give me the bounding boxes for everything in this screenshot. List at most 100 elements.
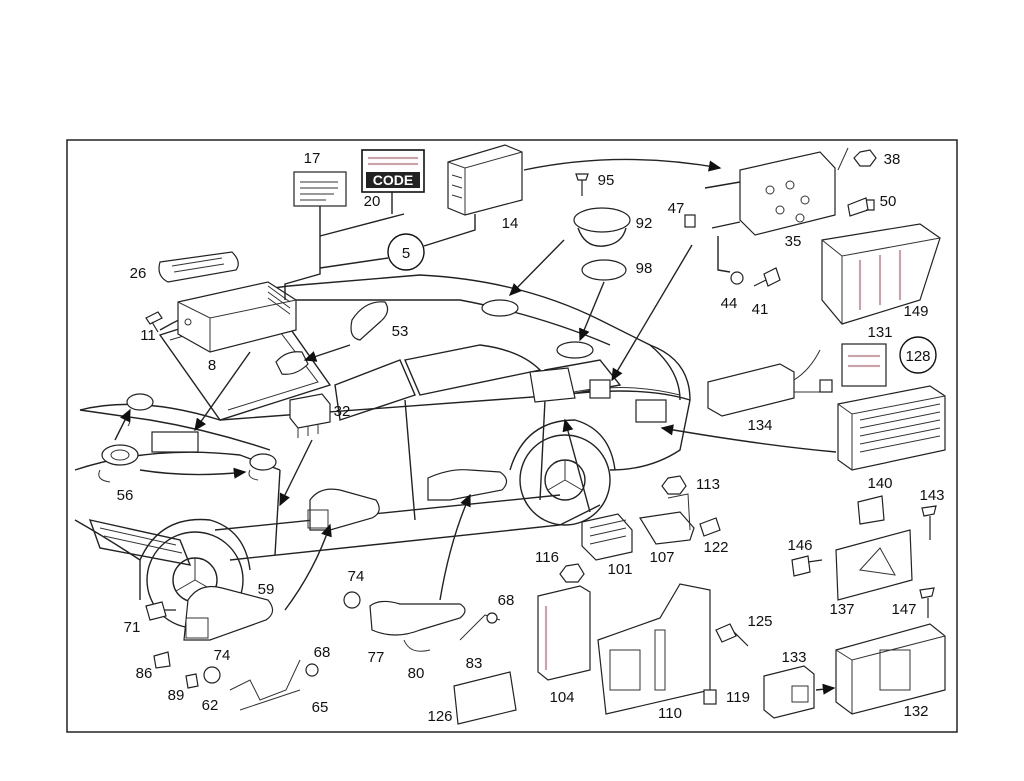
handle-77: [369, 600, 466, 636]
group-callout-128: [899, 336, 937, 374]
callout-68a: 68: [498, 592, 515, 609]
callout-101: 101: [607, 561, 632, 578]
callout-110: 110: [658, 705, 682, 722]
callout-59: 59: [258, 581, 275, 598]
callout-5: 5: [402, 245, 410, 262]
callout-140: 140: [867, 475, 892, 492]
callout-26: 26: [130, 265, 147, 282]
callout-146: 146: [787, 537, 812, 554]
callout-65: 65: [312, 699, 329, 716]
nut-113: [661, 475, 687, 495]
callout-80: 80: [408, 665, 425, 682]
callout-71: 71: [124, 619, 141, 636]
callout-137: 137: [829, 601, 854, 618]
callout-11: 11: [140, 327, 156, 344]
callout-62: 62: [202, 697, 219, 714]
diagram-frame: [66, 139, 958, 733]
callout-113: 113: [696, 476, 720, 493]
washer-44: [730, 271, 744, 285]
callout-44: 44: [721, 295, 738, 312]
code-card-text: CODE: [373, 172, 413, 188]
handle-59: [183, 585, 274, 641]
bracket-35: [739, 151, 836, 236]
screw-147: [919, 587, 935, 618]
module-131: [841, 343, 887, 387]
parts: CODE: [98, 144, 946, 725]
gasket-98: [581, 259, 627, 281]
nut-38: [853, 149, 877, 167]
callout-98: 98: [636, 260, 653, 277]
speaker-92: [573, 207, 631, 233]
module-104: [537, 585, 591, 681]
bolt-50: [847, 197, 875, 217]
bolt-86: [153, 651, 171, 669]
bracket-137: [835, 529, 913, 601]
callout-38: 38: [884, 151, 901, 168]
callout-134: 134: [747, 417, 772, 434]
pad-126: [453, 671, 517, 725]
bolt-122: [699, 517, 721, 537]
callout-14: 14: [502, 215, 519, 232]
callout-35: 35: [785, 233, 802, 250]
bolt-89: [185, 673, 199, 689]
bolt-11: [145, 311, 163, 333]
label-card-17: [293, 171, 347, 207]
unit-132: [835, 623, 946, 715]
callout-125: 125: [747, 613, 772, 630]
speaker-56a: [101, 444, 139, 466]
callout-128: 128: [905, 348, 930, 365]
bracket-110: [597, 583, 711, 715]
module-133: [763, 665, 815, 719]
callout-132: 132: [903, 703, 928, 720]
screw-95: [575, 173, 589, 196]
callout-47: 47: [668, 200, 685, 217]
callout-labels: 5 8 11 14 17 20 26 32 35 38 41 44 47 50 …: [117, 150, 945, 725]
callout-77: 77: [368, 649, 385, 666]
callout-83: 83: [466, 655, 483, 672]
callout-104: 104: [549, 689, 574, 706]
callout-89: 89: [168, 687, 185, 704]
callout-131: 131: [867, 324, 892, 341]
speaker-56c: [249, 453, 277, 471]
callout-17: 17: [304, 150, 321, 167]
callout-107: 107: [649, 549, 674, 566]
unit-101: [581, 513, 633, 561]
cd-changer-8: [177, 281, 297, 353]
callout-74b: 74: [214, 647, 231, 664]
callout-143: 143: [919, 487, 944, 504]
module-134: [707, 363, 795, 417]
remote-26: [158, 251, 239, 283]
callout-119: 119: [726, 689, 750, 706]
callout-53: 53: [392, 323, 409, 340]
callout-56: 56: [117, 487, 134, 504]
callout-126: 126: [427, 708, 452, 725]
radio-unit-14: [447, 144, 523, 216]
callout-41: 41: [752, 301, 769, 318]
unit-140: [837, 385, 946, 471]
group-callout-5: [387, 233, 425, 271]
bolt-146: [791, 555, 823, 577]
clip-119: [703, 689, 717, 705]
switch-32: [289, 393, 331, 429]
callout-20: 20: [364, 193, 381, 210]
callout-32: 32: [334, 403, 351, 420]
callout-86: 86: [136, 665, 153, 682]
callout-50: 50: [880, 193, 897, 210]
callout-8: 8: [208, 357, 216, 374]
callout-122: 122: [703, 539, 728, 556]
screw-41: [753, 267, 781, 287]
bolt-71: [145, 601, 176, 621]
callout-116: 116: [535, 549, 559, 566]
nut-116: [559, 563, 585, 583]
speaker-56b: [126, 393, 154, 411]
callout-95: 95: [598, 172, 615, 189]
callout-147: 147: [891, 601, 916, 618]
screw-143: [921, 505, 937, 540]
callout-149: 149: [903, 303, 928, 320]
tray-149: [821, 223, 941, 325]
callout-74a: 74: [348, 568, 365, 585]
bracket-107: [639, 511, 695, 545]
callout-133: 133: [781, 649, 806, 666]
callout-68b: 68: [314, 644, 331, 661]
